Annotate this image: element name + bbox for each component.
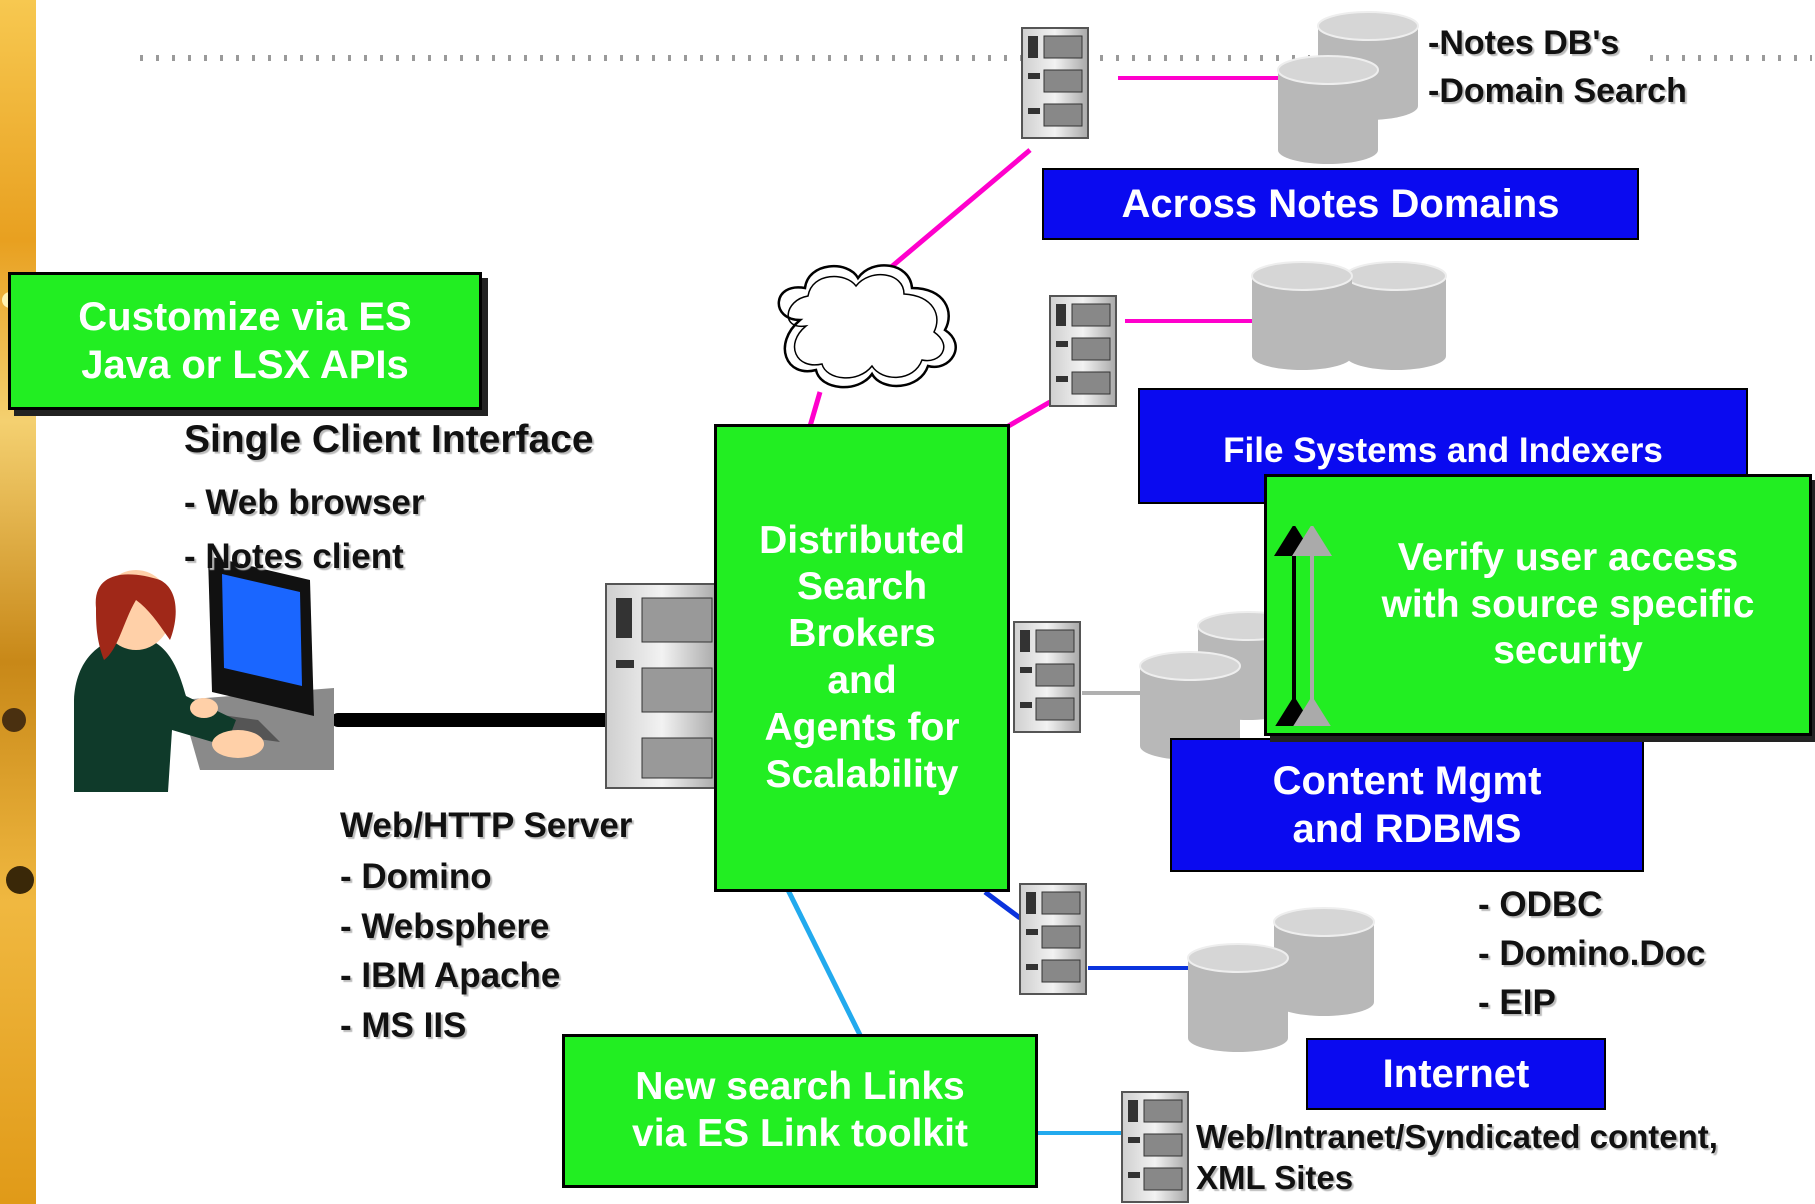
brokers-line-4: and <box>827 659 897 702</box>
web-server-title: Web/HTTP Server <box>340 806 633 845</box>
domain-search-item: -Domain Search <box>1428 71 1687 110</box>
server-item: - MS IIS <box>340 1006 467 1046</box>
network-cloud-icon <box>777 264 957 389</box>
brokers-line-2: Search <box>796 565 928 609</box>
client-interface-list: - Web browser - Notes client <box>184 476 425 585</box>
web-content-label: Web/Intranet/Syndicated content, XML Sit… <box>1196 1116 1718 1199</box>
verify-security-callout: Verify user access with source specific … <box>1264 474 1812 736</box>
verify-line-2: with source specific <box>1381 582 1755 626</box>
across-notes-domains-label: Across Notes Domains <box>1042 168 1639 240</box>
user-at-computer-icon <box>72 556 334 792</box>
verify-line-1: Verify user access <box>1397 535 1739 579</box>
two-way-arrow-icon <box>1274 526 1332 726</box>
new-links-line-2: via ES Link toolkit <box>632 1112 968 1155</box>
decorative-side-strip <box>0 0 36 1204</box>
brokers-line-6: Scalability <box>765 752 959 796</box>
customize-line-1: Customize via ES <box>78 295 412 339</box>
brokers-line-1: Distributed <box>759 518 965 562</box>
server-item: - IBM Apache <box>340 956 561 996</box>
new-search-links-callout: New search Links via ES Link toolkit <box>562 1034 1038 1188</box>
search-brokers-callout: Distributed Search Brokers and Agents fo… <box>714 424 1010 892</box>
notes-db-item: -Notes DB's <box>1428 24 1620 62</box>
client-item: - Web browser <box>184 483 425 522</box>
client-item: - Notes client <box>184 537 404 577</box>
eip-item: - EIP <box>1478 983 1556 1022</box>
rdbms-sources-list: - ODBC - Domino.Doc - EIP <box>1478 880 1705 1027</box>
main-web-server-icon <box>605 583 719 789</box>
verify-line-3: security <box>1493 629 1643 673</box>
client-interface-title: Single Client Interface <box>184 418 594 461</box>
web-server-list: - Domino - Websphere - IBM Apache - MS I… <box>340 852 560 1051</box>
internet-label: Internet <box>1306 1038 1606 1110</box>
brokers-line-5: Agents for <box>764 705 960 749</box>
customize-api-callout: Customize via ES Java or LSX APIs <box>8 272 482 410</box>
new-links-line-1: New search Links <box>635 1065 965 1109</box>
content-mgmt-label: Content Mgmt and RDBMS <box>1170 738 1644 872</box>
customize-line-2: Java or LSX APIs <box>81 343 409 387</box>
odbc-item: - ODBC <box>1478 885 1603 924</box>
server-item: - Websphere <box>340 906 550 946</box>
content-mgmt-line-1: Content Mgmt <box>1272 759 1542 803</box>
brokers-line-3: Brokers <box>788 612 936 656</box>
dotted-header-line <box>140 55 1812 61</box>
domino-doc-item: - Domino.Doc <box>1478 934 1706 973</box>
content-mgmt-line-2: and RDBMS <box>1292 807 1522 851</box>
web-content-line-1: Web/Intranet/Syndicated content, <box>1196 1118 1718 1155</box>
notes-sources-list: -Notes DB's -Domain Search <box>1428 20 1687 115</box>
web-content-line-2: XML Sites <box>1196 1159 1354 1197</box>
server-item: - Domino <box>340 857 492 896</box>
